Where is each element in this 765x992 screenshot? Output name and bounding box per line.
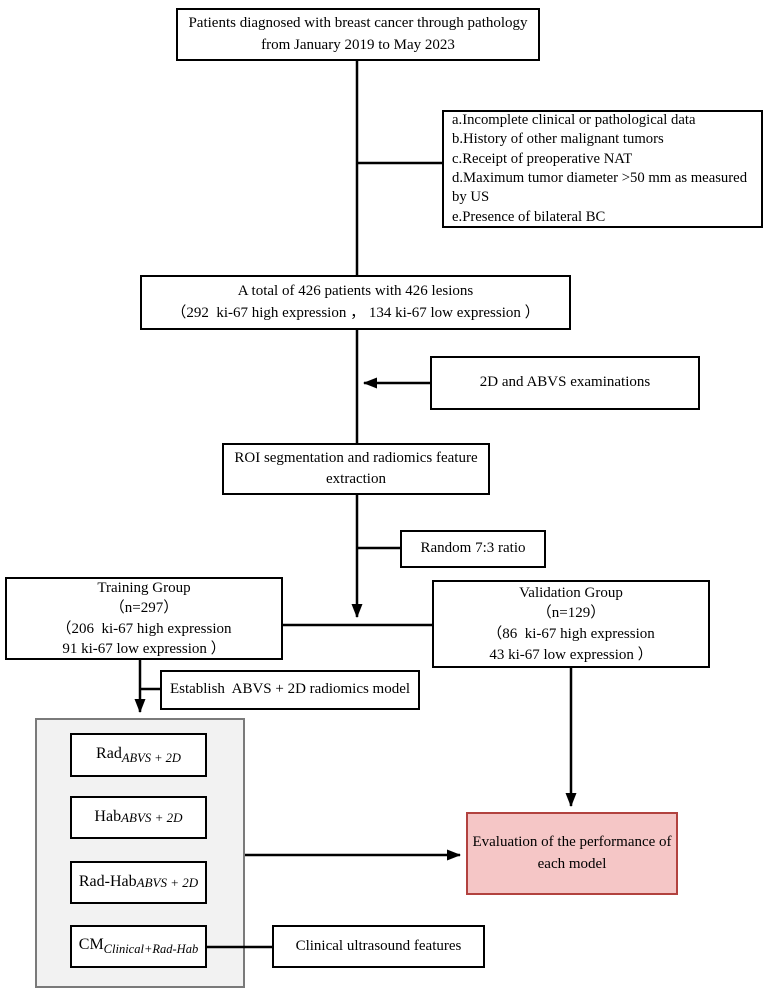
box-model-hab: HabABVS + 2D (70, 796, 207, 839)
model-main: Rad (96, 744, 122, 762)
box-model-cm: CMClinical+Rad-Hab (70, 925, 207, 968)
box-text: （206 ki-67 high expression (56, 620, 232, 637)
box-2d-abvs-examinations: 2D and ABVS examinations (430, 356, 700, 410)
box-text: Evaluation of the performance of (472, 834, 672, 851)
exclusion-item: d.Maximum tumor diameter >50 mm as measu… (452, 170, 748, 186)
model-main: CM (78, 936, 104, 954)
box-text: Patients diagnosed with breast cancer th… (188, 15, 528, 32)
box-model-rad: RadABVS + 2D (70, 733, 207, 777)
box-text: （n=129） (536, 605, 606, 622)
box-text: （86 ki-67 high expression (487, 626, 655, 642)
model-suffix: Clinical+Rad-Hab (103, 942, 199, 957)
exclusion-item: b.History of other malignant tumors (452, 131, 664, 148)
model-label: HabABVS + 2D (94, 806, 182, 829)
box-text: 91 ki-67 low expression ） (62, 640, 226, 657)
exclusion-item: a.Incomplete clinical or pathological da… (452, 111, 696, 128)
box-establish-model: Establish ABVS + 2D radiomics model (160, 670, 420, 710)
box-total-patients: A total of 426 patients with 426 lesions… (140, 275, 571, 330)
box-text: （n=297） (109, 600, 179, 617)
box-text: 2D and ABVS examinations (479, 374, 651, 391)
box-text: ROI segmentation and radiomics feature (234, 449, 478, 466)
exclusion-item: e.Presence of bilateral BC (452, 208, 606, 225)
box-text: each model (537, 855, 607, 872)
model-suffix: ABVS + 2D (121, 810, 183, 826)
box-text: Training Group (97, 580, 191, 597)
box-text: from January 2019 to May 2023 (261, 36, 455, 53)
box-text: Random 7:3 ratio (420, 540, 526, 557)
box-text: Establish ABVS + 2D radiomics model (169, 681, 411, 698)
model-label: CMClinical+Rad-Hab (79, 934, 198, 959)
box-validation-group: Validation Group （n=129） （86 ki-67 high … (432, 580, 710, 668)
model-main: Hab (94, 808, 122, 826)
box-clinical-features: Clinical ultrasound features (272, 925, 485, 968)
box-evaluation: Evaluation of the performance of each mo… (466, 812, 678, 895)
box-roi-segmentation: ROI segmentation and radiomics feature e… (222, 443, 490, 495)
box-text: 43 ki-67 low expression ） (489, 646, 653, 663)
exclusion-item: by US (452, 189, 490, 206)
model-suffix: ABVS + 2D (136, 875, 199, 891)
box-text: Validation Group (519, 584, 623, 601)
box-exclusion-criteria: a.Incomplete clinical or pathological da… (442, 110, 763, 228)
box-text: （292 ki-67 high expression ， 134 ki-67 l… (171, 304, 540, 321)
box-patients-diagnosed: Patients diagnosed with breast cancer th… (176, 8, 540, 61)
model-label: RadABVS + 2D (96, 743, 181, 768)
box-text: A total of 426 patients with 426 lesions (237, 283, 474, 300)
model-main: Rad-Hab (78, 873, 137, 891)
exclusion-item: c.Receipt of preoperative NAT (452, 150, 633, 167)
box-training-group: Training Group （n=297） （206 ki-67 high e… (5, 577, 283, 660)
model-suffix: ABVS + 2D (121, 750, 181, 765)
box-text: Clinical ultrasound features (295, 937, 462, 954)
box-random-ratio: Random 7:3 ratio (400, 530, 546, 568)
model-label: Rad-HabABVS + 2D (79, 871, 198, 894)
box-model-rad-hab: Rad-HabABVS + 2D (70, 861, 207, 904)
box-text: extraction (326, 471, 386, 487)
